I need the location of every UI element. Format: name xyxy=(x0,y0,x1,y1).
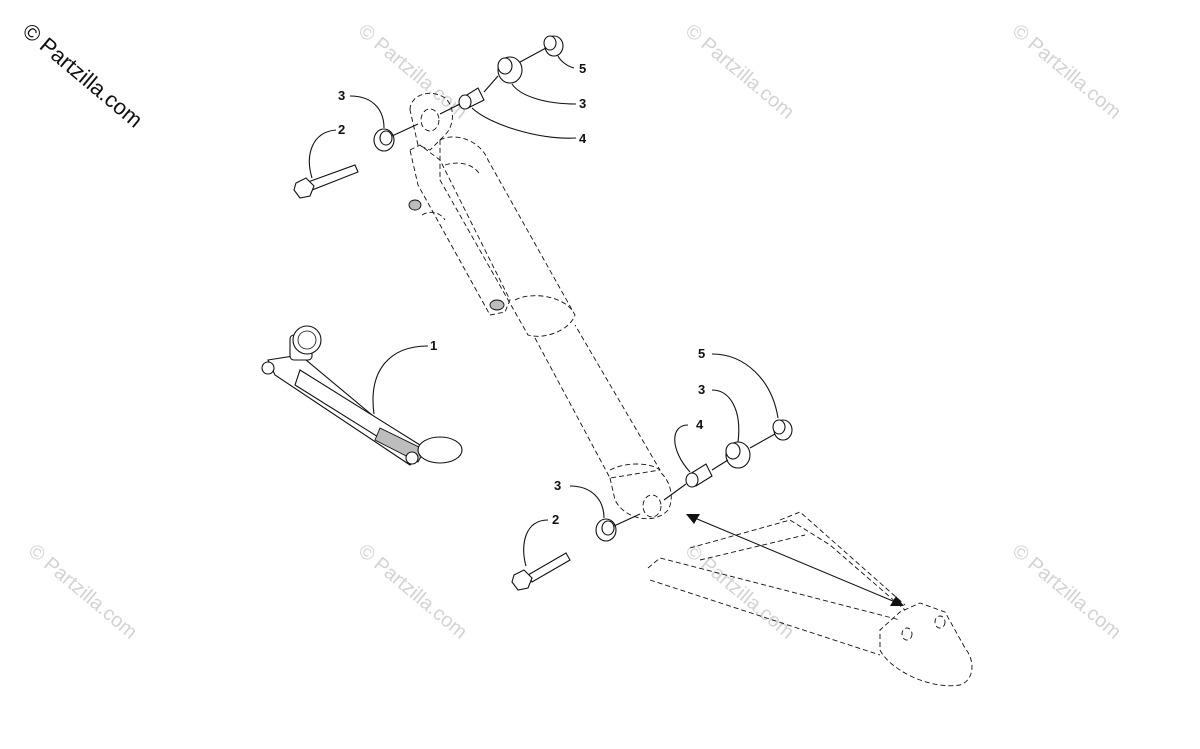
spacer-top xyxy=(458,87,485,110)
bushing-bottom-left xyxy=(595,518,617,542)
bushing-top-left xyxy=(373,128,395,152)
cap-nut-top xyxy=(543,35,564,57)
callout-3-top-left: 3 xyxy=(338,88,345,103)
bolt-top xyxy=(293,164,359,199)
bushing-bottom-right xyxy=(725,441,751,469)
callout-5-top: 5 xyxy=(579,61,586,76)
callout-4-bottom: 4 xyxy=(696,417,704,432)
assembly-lines xyxy=(391,47,776,527)
callout-2-top: 2 xyxy=(338,122,345,137)
leader-lines xyxy=(308,55,779,567)
bushing-top-right xyxy=(497,56,523,84)
shock-pump xyxy=(261,325,463,466)
distance-arrow xyxy=(686,514,904,606)
spacer-bottom xyxy=(685,463,713,488)
bolt-bottom xyxy=(511,552,571,591)
callout-3-top-right: 3 xyxy=(579,96,586,111)
callout-3-bottom-right: 3 xyxy=(698,382,705,397)
shock-absorber xyxy=(408,92,672,520)
a-arm xyxy=(647,511,973,687)
callout-3-bottom-left: 3 xyxy=(554,478,561,493)
callout-1: 1 xyxy=(430,338,437,353)
callout-2-bottom: 2 xyxy=(552,512,559,527)
cap-nut-bottom xyxy=(772,419,793,441)
callout-4-top: 4 xyxy=(579,131,587,146)
callout-5-bottom: 5 xyxy=(698,346,705,361)
